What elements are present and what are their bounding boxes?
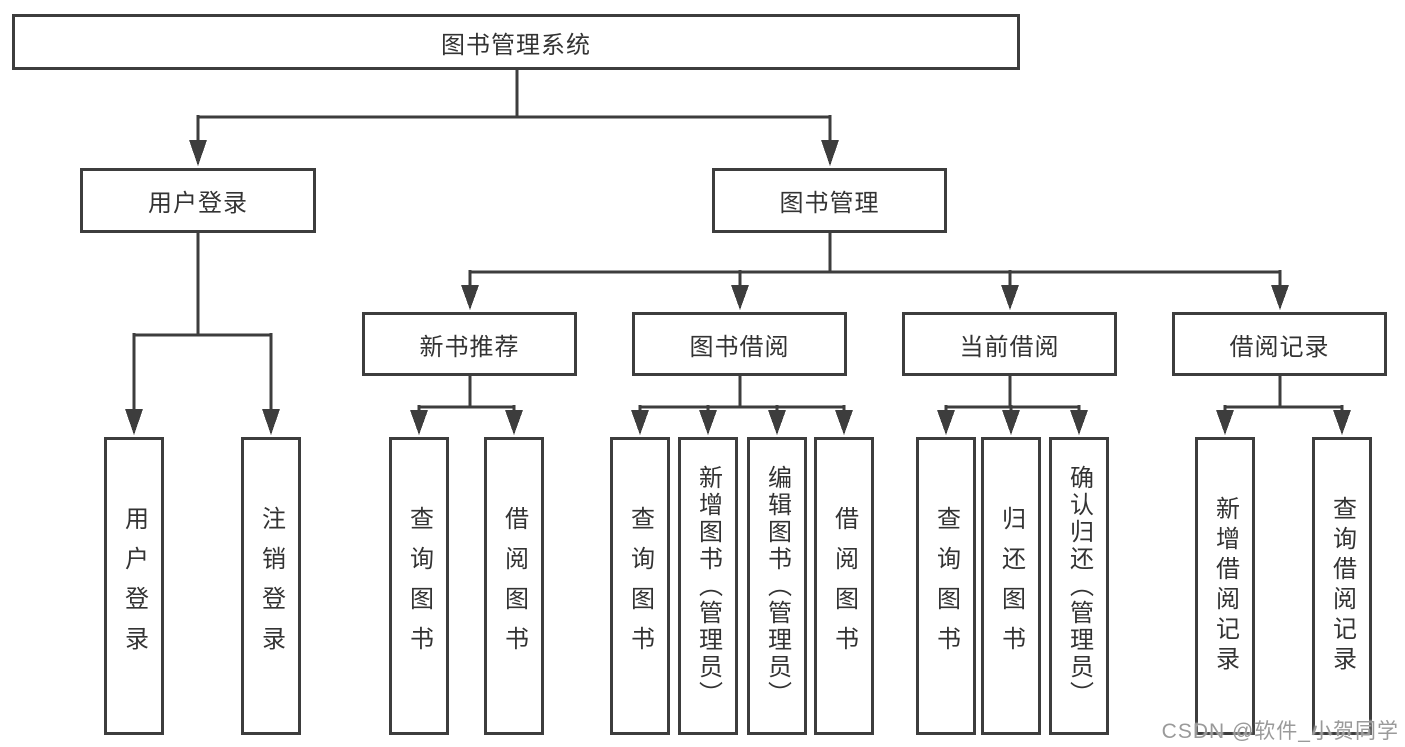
leaf-query-book: 查询图书 (916, 437, 976, 735)
arrowhead (699, 410, 717, 435)
node-user-login: 用户登录 (80, 168, 316, 233)
connector-current-borrowing-to-leaves (937, 376, 1088, 435)
leaf-edit-book-admin: 编辑图书（管理员） (747, 437, 807, 735)
arrowhead (1216, 410, 1234, 435)
node-book-borrowing: 图书借阅 (632, 312, 847, 376)
connector-book-management-to-level3 (461, 233, 1289, 310)
node-book-management: 图书管理 (712, 168, 947, 233)
node-label: 当前借阅 (959, 333, 1060, 361)
node-label: 图书借阅 (689, 333, 790, 361)
connector-borrowing-records-to-leaves (1216, 376, 1351, 435)
leaf-add-borrow-record: 新增借阅记录 (1195, 437, 1255, 735)
leaf-logout: 注销登录 (241, 437, 301, 735)
node-current-borrowing: 当前借阅 (902, 312, 1117, 376)
arrowhead (1002, 410, 1020, 435)
node-new-book-recommend: 新书推荐 (362, 312, 577, 376)
node-label: 图书管理 (779, 190, 880, 217)
node-library-management-system: 图书管理系统 (12, 14, 1020, 70)
leaf-label: 借阅图书 (830, 506, 858, 666)
node-label: 新书推荐 (419, 333, 520, 361)
leaf-label: 新增借阅记录 (1211, 496, 1239, 676)
arrowhead (189, 140, 207, 166)
leaf-label: 查询图书 (405, 506, 433, 666)
leaf-label: 新增图书（管理员） (694, 464, 722, 708)
leaf-label: 编辑图书（管理员） (763, 464, 791, 708)
arrowhead (835, 410, 853, 435)
node-borrowing-records: 借阅记录 (1172, 312, 1387, 376)
leaf-label: 借阅图书 (500, 506, 528, 666)
arrowhead (731, 285, 749, 310)
leaf-label: 注销登录 (257, 506, 285, 666)
arrowhead (262, 409, 280, 435)
arrowhead (631, 410, 649, 435)
arrowhead (821, 140, 839, 166)
arrowhead (410, 410, 428, 435)
leaf-borrow-book: 借阅图书 (484, 437, 544, 735)
leaf-query-book: 查询图书 (610, 437, 670, 735)
arrowhead (768, 410, 786, 435)
leaf-return-book: 归还图书 (981, 437, 1041, 735)
leaf-label: 查询借阅记录 (1328, 496, 1356, 676)
leaf-label: 查询图书 (932, 506, 960, 666)
csdn-watermark: CSDN @软件_小贺同学 (1161, 720, 1399, 743)
leaf-query-borrow-record: 查询借阅记录 (1312, 437, 1372, 735)
arrowhead (461, 285, 479, 310)
connector-root-to-level2 (189, 70, 839, 166)
leaf-add-book-admin: 新增图书（管理员） (678, 437, 738, 735)
connector-book-borrowing-to-leaves (631, 376, 853, 435)
arrowhead (1271, 285, 1289, 310)
connector-user-login-to-leaves (125, 233, 280, 435)
node-label: 用户登录 (148, 190, 248, 217)
arrowhead (1001, 285, 1019, 310)
arrowhead (1070, 410, 1088, 435)
leaf-label: 归还图书 (997, 506, 1025, 666)
leaf-query-book: 查询图书 (389, 437, 449, 735)
node-label: 图书管理系统 (441, 31, 591, 59)
leaf-user-login: 用户登录 (104, 437, 164, 735)
arrowhead (937, 410, 955, 435)
arrowhead (505, 410, 523, 435)
leaf-borrow-book: 借阅图书 (814, 437, 874, 735)
leaf-label: 确认归还（管理员） (1065, 464, 1093, 708)
leaf-label: 查询图书 (626, 506, 654, 666)
node-label: 借阅记录 (1229, 333, 1330, 361)
leaf-label: 用户登录 (120, 506, 148, 666)
connector-new-book-to-leaves (410, 376, 523, 435)
arrowhead (125, 409, 143, 435)
leaf-confirm-return-admin: 确认归还（管理员） (1049, 437, 1109, 735)
arrowhead (1333, 410, 1351, 435)
